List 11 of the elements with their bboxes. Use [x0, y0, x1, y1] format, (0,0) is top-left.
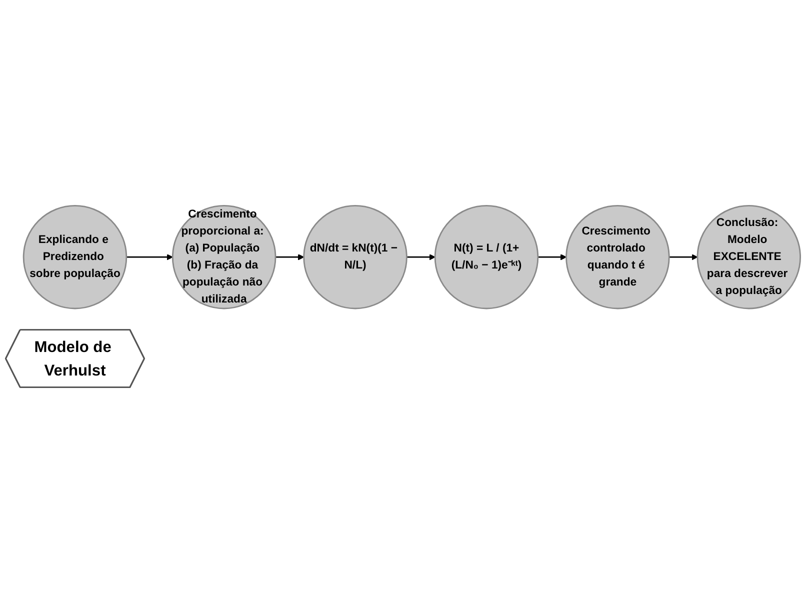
- node-circle: Crescimento proporcional a: (a) População (b) Fração da população não utilizada: [172, 204, 276, 309]
- arrow: [406, 254, 436, 260]
- node-circle: dN/dt = kN(t)(1 − N/L): [303, 204, 408, 309]
- node-circle: Explicando e Predizendo sobre população: [22, 204, 128, 309]
- arrow: [669, 254, 698, 260]
- arrow: [126, 254, 173, 260]
- arrow: [538, 254, 567, 260]
- node-circle: Crescimento controlado quando t é grande: [566, 204, 670, 309]
- arrow: [276, 254, 304, 260]
- node-circle: Conclusão: Modelo EXCELENTE para descrever a população: [696, 204, 802, 309]
- node-circle: N(t) = L / (1+(L/N₀ − 1)e⁻ᵏᵗ): [434, 204, 539, 309]
